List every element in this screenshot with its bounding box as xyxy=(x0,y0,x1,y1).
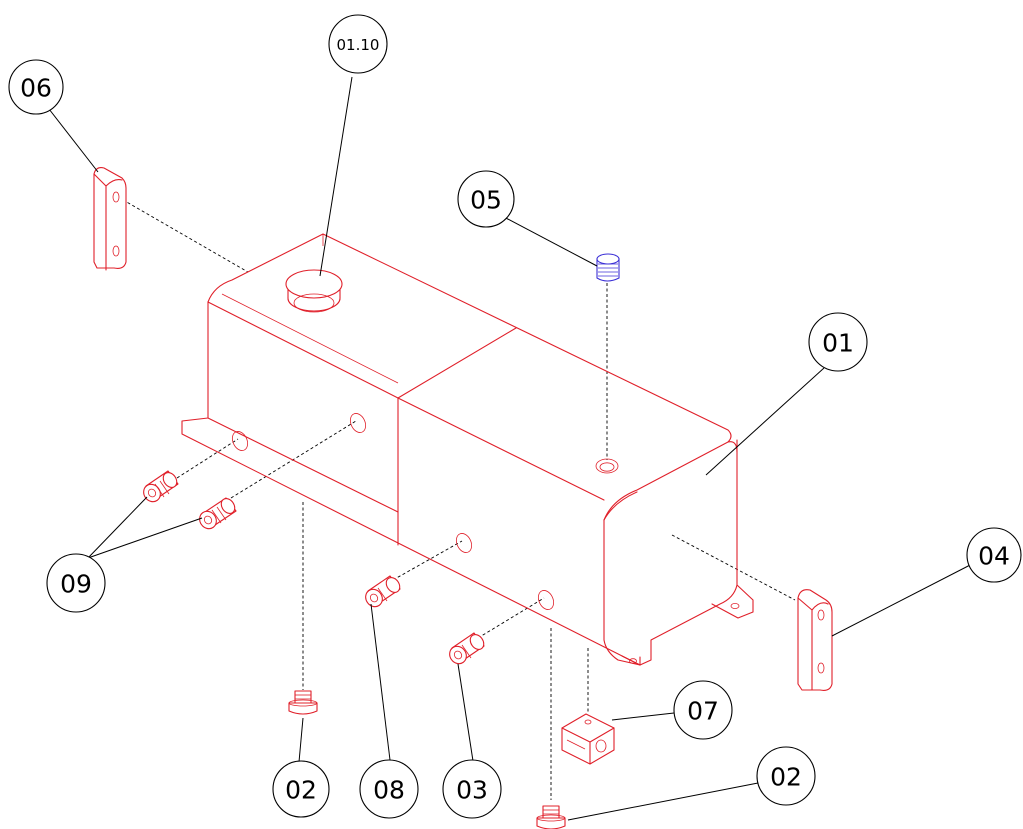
balloon-02-right-label: 02 xyxy=(770,763,802,792)
balloon-07-label: 07 xyxy=(687,697,719,726)
balloon-03: 03 xyxy=(442,759,502,819)
balloon-06: 06 xyxy=(8,59,64,115)
balloon-09-label: 09 xyxy=(60,570,92,599)
balloon-05-label: 05 xyxy=(470,186,502,215)
mounting-bracket-part-04 xyxy=(797,589,833,691)
balloon-01: 01 xyxy=(808,312,868,372)
breather-cap-part-05 xyxy=(596,253,620,282)
balloon-03-label: 03 xyxy=(456,776,488,805)
balloon-09: 09 xyxy=(46,553,106,613)
leader-lines xyxy=(48,76,975,821)
tank-body-part-01 xyxy=(181,233,754,666)
mounting-bracket-part-06 xyxy=(93,167,127,271)
balloon-08: 08 xyxy=(359,759,419,819)
fitting-part-09-lower xyxy=(199,497,237,530)
balloon-02-left-label: 02 xyxy=(285,776,317,805)
fitting-part-08 xyxy=(365,575,401,608)
balloon-01-label: 01 xyxy=(822,329,854,358)
balloon-01-10-label: 01.10 xyxy=(337,36,380,54)
balloon-08-label: 08 xyxy=(373,776,405,805)
filler-cap-part-0110 xyxy=(285,269,343,313)
fitting-part-03 xyxy=(449,632,485,665)
drain-plug-part-02-right xyxy=(536,805,566,829)
balloon-07: 07 xyxy=(673,680,733,740)
balloon-05: 05 xyxy=(457,170,515,228)
balloon-04: 04 xyxy=(966,527,1022,583)
fitting-part-09-upper xyxy=(143,470,179,503)
balloon-02-right: 02 xyxy=(756,746,816,806)
balloon-02-left: 02 xyxy=(272,760,330,818)
clamp-block-part-07 xyxy=(561,713,615,765)
balloon-04-label: 04 xyxy=(978,542,1010,571)
balloon-06-label: 06 xyxy=(20,74,52,103)
drain-plug-part-02-left xyxy=(288,690,318,715)
balloon-01-10: 01.10 xyxy=(328,14,388,74)
